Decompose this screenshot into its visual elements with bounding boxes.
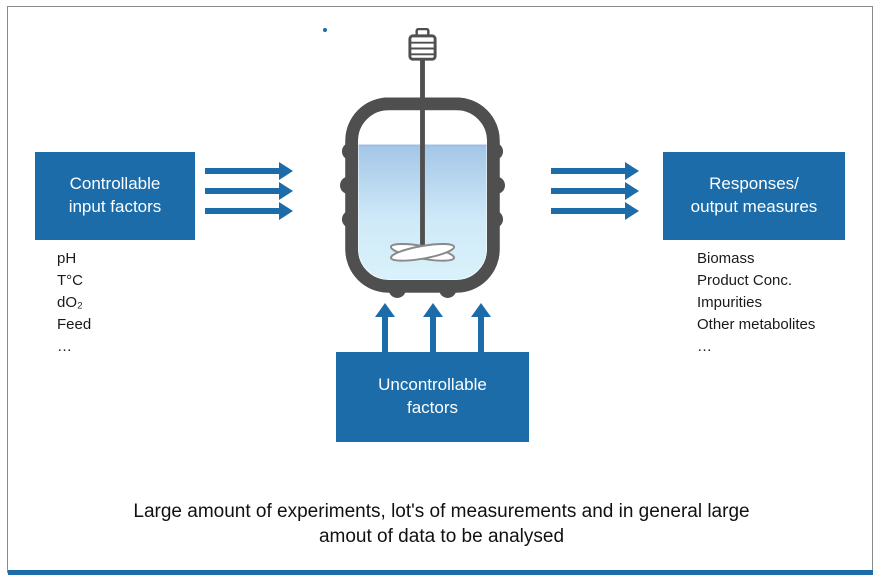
uncontrollable-factors-box: Uncontrollable factors: [336, 352, 529, 442]
caption-text: Large amount of experiments, lot's of me…: [133, 501, 750, 547]
disturbance-arrow-icon: [375, 303, 395, 353]
bioreactor-icon: [340, 28, 505, 298]
list-item: Other metabolites: [697, 316, 816, 333]
input-arrow-icon: [205, 182, 293, 200]
input-arrow-icon: [205, 202, 293, 220]
list-item: Feed: [57, 316, 92, 333]
list-item: dO₂: [57, 294, 83, 311]
list-item: Product Conc.: [697, 272, 793, 289]
input-arrow-icon: [205, 162, 293, 180]
output-arrow-icon: [551, 162, 639, 180]
disturbance-arrow-icon: [471, 303, 491, 353]
output-measures-list: Biomass Product Conc. Impurities Other m…: [697, 248, 815, 358]
bottom-accent-bar: [8, 570, 873, 575]
output-arrow-icon: [551, 202, 639, 220]
list-item: pH: [57, 250, 77, 267]
list-item: Impurities: [697, 294, 763, 311]
responses-output-box: Responses/ output measures: [663, 152, 845, 240]
list-item: Biomass: [697, 250, 755, 267]
dot: [323, 28, 327, 32]
disturbance-arrow-icon: [423, 303, 443, 353]
list-item: …: [697, 338, 712, 355]
output-arrow-icon: [551, 182, 639, 200]
input-factors-list: pH T°C dO₂ Feed …: [57, 248, 91, 358]
list-item: …: [57, 338, 72, 355]
list-item: T°C: [57, 272, 83, 289]
controllable-input-box: Controllable input factors: [35, 152, 195, 240]
